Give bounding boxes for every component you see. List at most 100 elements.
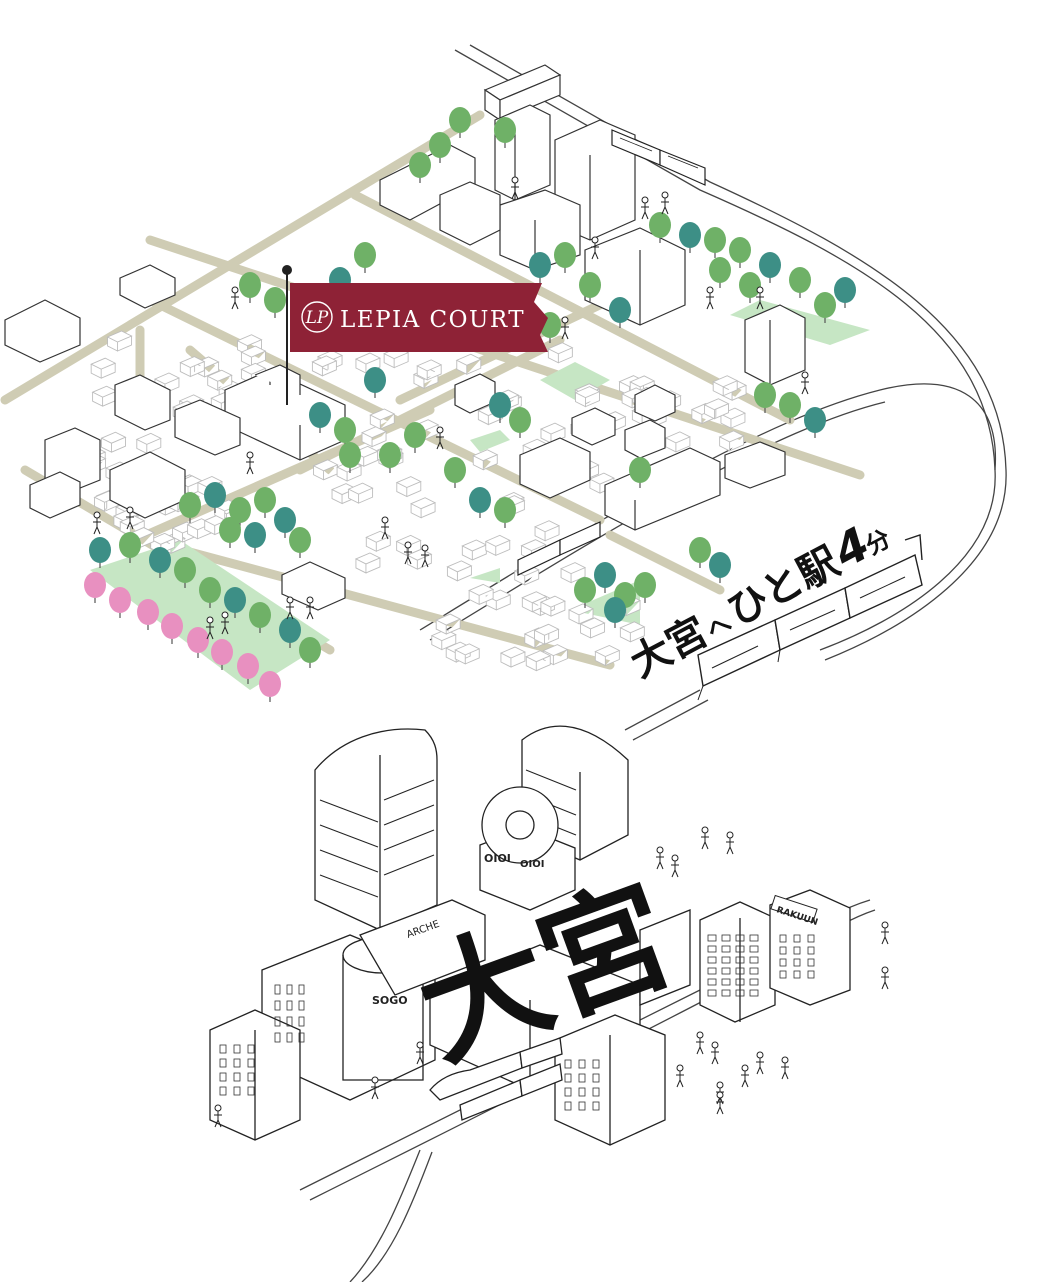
cherry-tree [211,639,233,665]
house [594,644,621,667]
tree [754,382,776,408]
tree [629,457,651,483]
house [499,646,527,668]
cherry-tree [259,671,281,697]
hospital-wing [254,364,301,395]
tree [224,587,246,613]
tree [759,252,781,278]
house [369,408,396,430]
tree [254,487,276,513]
tree [444,457,466,483]
arche-building [359,899,486,996]
apartment-w [114,374,171,431]
house [90,357,117,379]
banner-monogram: LP [305,308,329,328]
cherry-tree [187,627,209,653]
house [468,583,495,606]
tree [219,517,241,543]
house [718,430,745,452]
tree [779,392,801,418]
tree [709,257,731,283]
banner-title: LEPIA COURT [340,307,525,333]
house [206,369,233,391]
house [410,497,437,519]
tree [274,507,296,533]
tree [834,277,856,303]
house [354,552,382,574]
house [472,449,499,471]
sign-oioi-1: OIOI [484,852,511,865]
warehouse-nw [119,264,176,309]
house-c1 [571,407,616,446]
office-block-right [699,901,776,1023]
tree [529,252,551,278]
commuter-train-station [517,521,601,576]
tree [554,242,576,268]
omiya-skyline [209,725,851,1146]
lepia-court-banner: LP LEPIA COURT [282,265,548,405]
curved-tower [314,728,438,931]
house [484,534,511,557]
house [91,385,118,407]
block-a [439,181,501,246]
banner-pole-top [282,265,292,275]
house [533,520,561,542]
rakuun-building [769,889,851,1006]
commuter-train-north [611,129,706,186]
cherry-tree [109,587,131,613]
tree [489,392,511,418]
house-c3 [624,419,666,459]
house [383,347,410,369]
tree [89,537,111,563]
tree [429,132,451,158]
house [455,353,482,375]
tree [579,272,601,298]
house [454,643,481,665]
building-windows [219,934,815,1111]
tree [609,297,631,323]
tree [594,562,616,588]
house [365,530,392,552]
house [559,562,587,584]
cherry-tree [137,599,159,625]
house [567,603,595,625]
station-building-south [639,909,691,1006]
tree [449,107,471,133]
house [135,432,162,455]
tree [469,487,491,513]
house-c4 [634,384,676,422]
house [347,482,374,504]
house [619,621,646,643]
house [106,330,133,352]
low-building-1 [724,441,786,489]
school-2 [281,561,346,611]
tree [299,637,321,663]
house [533,623,560,646]
tree [279,617,301,643]
tree-cluster [84,107,856,702]
cherry-tree [237,653,259,679]
house [703,398,730,420]
station-mall [604,447,721,531]
school-building [584,227,686,326]
pedestrians [93,176,809,640]
house [547,342,574,364]
house [100,431,127,453]
house [416,359,443,381]
tree [174,557,196,583]
house [525,650,552,672]
ferris-crown [481,786,559,864]
house [395,476,422,498]
tree [249,602,271,628]
tree [804,407,826,433]
apartment-w2 [174,399,241,456]
tree [229,497,251,523]
house [179,356,206,378]
office-east [744,304,806,386]
house [521,591,548,613]
house [539,595,566,617]
tree [494,117,516,143]
tree [309,402,331,428]
tree [729,237,751,263]
